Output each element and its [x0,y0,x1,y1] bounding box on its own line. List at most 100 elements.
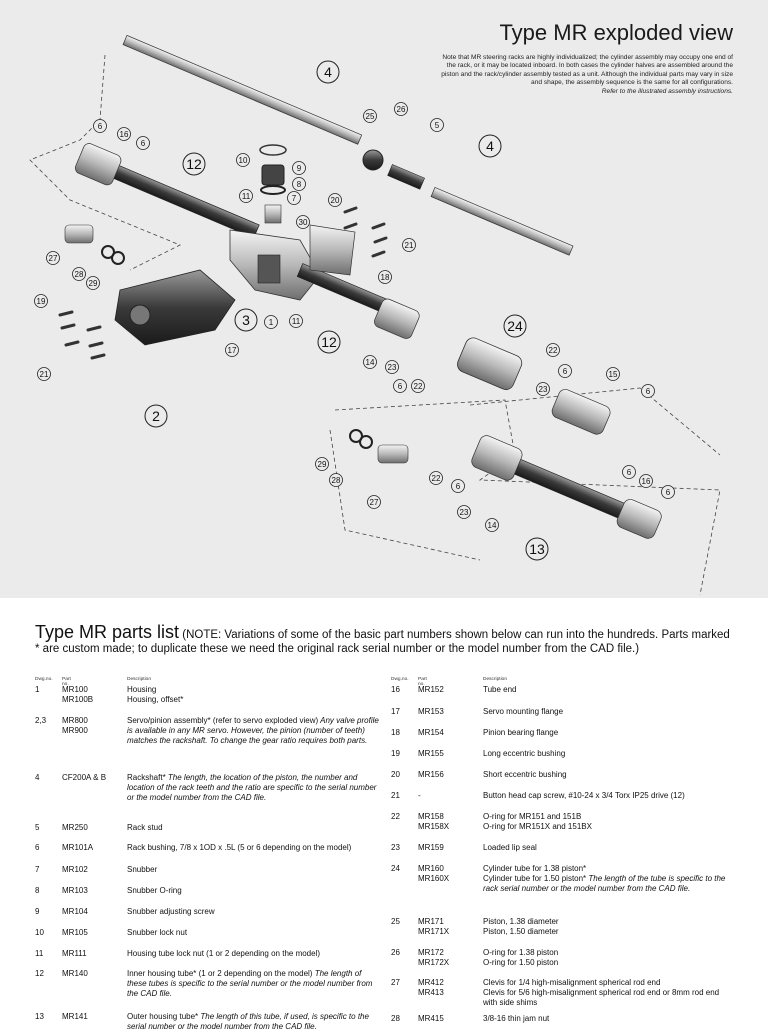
callout-label: 12 [186,156,202,172]
description: Rackshaft* The length, the location of t… [127,773,379,803]
part-no: MR104 [62,907,88,916]
callout-label: 22 [414,382,423,391]
description-text: Inner housing tube* (1 or 2 depending on… [127,969,313,978]
part-no: MR102 [62,865,88,874]
dwg-no: 22 [391,812,400,821]
dwg-no: 13 [35,1012,44,1021]
description: Short eccentric bushing [483,770,735,780]
description-text: Pinion bearing flange [483,728,559,737]
callout-circle [329,473,343,487]
dwg-no: 11 [35,949,44,958]
callout-circle [287,191,301,205]
description: 3/8-16 thin jam nut [483,1014,735,1024]
callout-circle [546,343,560,357]
callout-circle [136,136,150,150]
callout-label: 3 [242,312,250,328]
parts-list-section: Type MR parts list (NOTE: Variations of … [0,598,768,1031]
description-text: Snubber adjusting screw [127,907,215,916]
description: Housing Housing, offset* [127,685,379,705]
part-no: MR250 [62,823,88,832]
header-desc: Description [483,677,507,682]
description-text: Snubber lock nut [127,928,188,937]
callout-label: 6 [666,488,671,497]
outer-tube-assembly [471,435,662,539]
diagram-note: Note that MR steering racks are highly i… [433,54,733,96]
description-text: O-ring for 1.38 piston O-ring for 1.50 p… [483,948,559,967]
part-no: MR140 [62,969,88,978]
screws [58,206,388,360]
dwg-no: 17 [391,707,400,716]
dwg-no: 25 [391,917,400,926]
callout-label: 28 [75,270,84,279]
part-no: MR100 MR100B [62,685,94,704]
callout-label: 23 [388,363,397,372]
callout-label: 24 [507,318,523,334]
part-no: MR160 MR160X [418,864,450,883]
clevis-right [349,429,409,464]
callout-label: 27 [370,498,379,507]
part-no: MR141 [62,1012,88,1021]
description-text: O-ring for MR151 and 151B O-ring for MR1… [483,812,592,831]
callout-circle [316,60,340,84]
callout-circle [661,485,675,499]
callout-circle [225,343,239,357]
description-text: Short eccentric bushing [483,770,567,779]
callout-label: 23 [460,508,469,517]
callout-label: 16 [642,477,651,486]
part-no: CF200A & B [62,773,107,782]
dwg-no: 28 [391,1014,400,1023]
part-no: MR103 [62,886,88,895]
description: Loaded lip seal [483,843,735,853]
callout-label: 18 [381,273,390,282]
description-text: Rack stud [127,823,163,832]
callout-label: 6 [563,367,568,376]
part-no: MR800 MR900 [62,716,88,735]
description: Tube end [483,685,735,695]
callout-circle [622,465,636,479]
callout-circle [451,479,465,493]
callout-label: 4 [486,138,494,154]
description-text: Servo mounting flange [483,707,564,716]
description-text: Tube end [483,685,517,694]
description-text: Piston, 1.38 diameter Piston, 1.50 diame… [483,917,559,936]
callout-label: 14 [488,521,497,530]
diagram-title: Type MR exploded view [499,20,733,45]
dwg-no: 9 [35,907,40,916]
callout-circle [394,102,408,116]
callout-circle [234,308,258,332]
callout-circle [536,382,550,396]
callout-circle [429,471,443,485]
part-no: MR412 MR413 [418,978,444,997]
callout-circle [86,276,100,290]
callout-label: 5 [435,121,440,130]
callout-label: 30 [299,218,308,227]
callout-label: 16 [120,130,129,139]
callout-circle [378,270,392,284]
callout-circle [503,314,527,338]
callout-label: 6 [646,387,651,396]
description-text: Snubber [127,865,158,874]
rack-assembly-right [296,263,420,339]
callout-label: 10 [239,156,248,165]
description: O-ring for MR151 and 151B O-ring for MR1… [483,812,735,832]
description-text: 3/8-16 thin jam nut [483,1014,550,1023]
callout-label: 26 [397,105,406,114]
description: Inner housing tube* (1 or 2 depending on… [127,969,379,999]
callout-circle [292,161,306,175]
description-italic: Any valve profile is available in any MR… [127,716,379,745]
dwg-no: 20 [391,770,400,779]
callout-label: 6 [627,468,632,477]
description-text: Loaded lip seal [483,843,537,852]
callout-circle [144,404,168,428]
callout-label: 9 [297,164,302,173]
description: O-ring for 1.38 piston O-ring for 1.50 p… [483,948,735,968]
rack-assembly-left [75,143,260,239]
part-no: MR172 MR172X [418,948,450,967]
part-no: MR155 [418,749,444,758]
description-text: Long eccentric bushing [483,749,566,758]
dwg-no: 12 [35,969,44,978]
description-text: Outer housing tube* [127,1012,199,1021]
pinion-flange [309,224,356,276]
callout-label: 11 [242,192,251,201]
description: Snubber adjusting screw [127,907,379,917]
